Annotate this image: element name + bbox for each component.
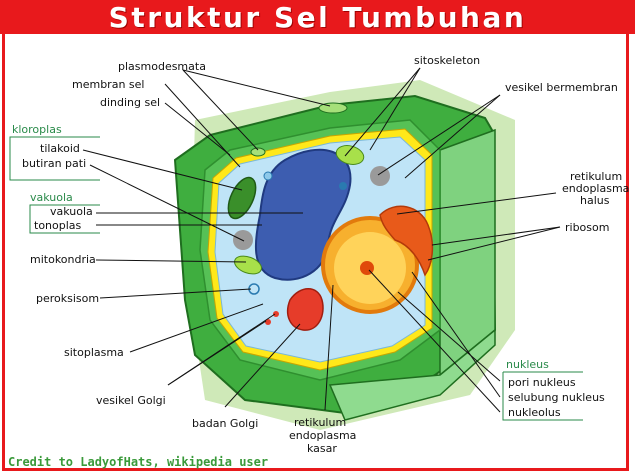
- leader-lines: [82, 67, 561, 413]
- credit-text: Credit to LadyofHats, wikipedia user: [8, 455, 269, 469]
- label-plasmodesmata: plasmodesmata: [118, 60, 206, 73]
- chloroplast-3: [234, 255, 262, 275]
- plasmodesma-pore-2: [250, 147, 266, 157]
- label-tonoplas: tonoplas: [34, 219, 82, 232]
- group-box-vakuola: [29, 204, 100, 234]
- cell-wall-cut-face-lower: [328, 328, 496, 421]
- label-peroksisom: peroksisom: [36, 292, 99, 305]
- title-banner: Struktur Sel Tumbuhan: [0, 0, 635, 34]
- group-box-kloroplas: [9, 136, 100, 181]
- label-vakuola: vakuola: [50, 205, 93, 218]
- golgi-vesicle-1: [273, 311, 279, 317]
- golgi-shape: [286, 288, 324, 331]
- label-vesikel-bermembran: vesikel bermembran: [505, 81, 618, 94]
- chloroplast-1: [227, 176, 257, 220]
- label-badan-golgi: badan Golgi: [192, 417, 258, 430]
- label-sitoskeleton: sitoskeleton: [414, 54, 480, 67]
- label-vesikel-golgi: vesikel Golgi: [96, 394, 166, 407]
- label-dinding-sel: dinding sel: [100, 96, 160, 109]
- label-re-halus-2: endoplasma: [562, 182, 629, 195]
- label-re-halus-1: retikulum: [570, 170, 622, 183]
- diagram-frame: [2, 34, 629, 471]
- rough-er-shape: [379, 205, 434, 277]
- group-vakuola: vakuola: [30, 191, 73, 204]
- label-re-kasar-2: endoplasma: [289, 429, 356, 442]
- golgi-vesicle-2: [265, 319, 271, 325]
- label-pori-nukleus: pori nukleus: [508, 376, 576, 389]
- label-sitoplasma: sitoplasma: [64, 346, 124, 359]
- vesicle-1: [263, 171, 273, 181]
- label-butiran-pati: butiran pati: [22, 157, 86, 170]
- label-nukleolus: nukleolus: [508, 406, 561, 419]
- group-kloroplas: kloroplas: [12, 123, 62, 136]
- page-title: Struktur Sel Tumbuhan: [108, 0, 527, 34]
- chloroplast-2: [335, 145, 365, 165]
- label-selubung-nukleus: selubung nukleus: [508, 391, 605, 404]
- label-tilakoid: tilakoid: [40, 142, 80, 155]
- label-re-kasar-1: retikulum: [294, 416, 346, 429]
- label-ribosom: ribosom: [565, 221, 609, 234]
- group-nukleus: nukleus: [506, 358, 549, 371]
- label-mitokondria: mitokondria: [30, 253, 96, 266]
- group-box-nukleus: [502, 371, 583, 421]
- label-re-halus-3: halus: [580, 194, 610, 207]
- label-membran-sel: membran sel: [72, 78, 144, 91]
- label-re-kasar-3: kasar: [307, 442, 337, 455]
- vesicle-2: [339, 182, 347, 190]
